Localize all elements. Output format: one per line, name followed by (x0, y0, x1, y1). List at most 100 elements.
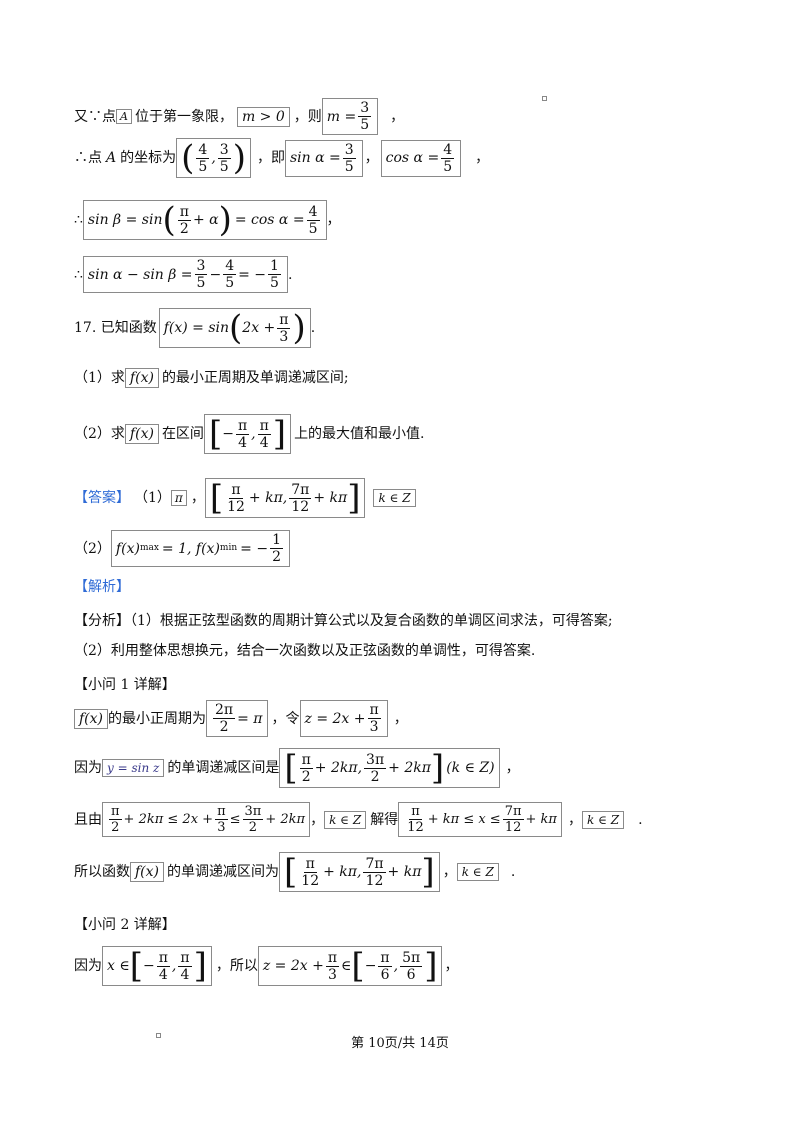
text: ，令 (271, 710, 300, 727)
den: 2 (272, 549, 281, 565)
math: π (174, 491, 183, 505)
math: + kπ ≤ x ≤ (427, 812, 501, 827)
math: + 2kπ (265, 812, 306, 827)
math-point-a: A (116, 109, 132, 124)
text: ， (190, 490, 205, 506)
text: 所以函数 (74, 864, 130, 880)
den: 2 (370, 768, 380, 785)
math: sin α = (289, 150, 341, 166)
math: + kπ, (248, 490, 288, 506)
text: 【小问 2 详解】 (74, 917, 176, 933)
answer-label: 【答案】 (74, 490, 130, 506)
den: 3 (279, 328, 289, 345)
text: ， (310, 811, 325, 828)
math-fx: f(x) (124, 424, 159, 444)
text: 且由 (74, 811, 102, 828)
den: 4 (238, 434, 247, 451)
text: 的最小正周期及单调递减区间; (161, 370, 349, 386)
math: k ∈ Z (378, 491, 411, 505)
text: 的最小正周期为 (108, 710, 207, 727)
math: + 2kπ ≤ 2x + (123, 812, 214, 827)
sub1-title: 【小问 1 详解】 (74, 678, 176, 692)
math: k ∈ Z (461, 865, 494, 879)
text: ， (475, 150, 490, 166)
corner-mark (156, 1033, 161, 1038)
den: 12 (227, 498, 245, 515)
subscript: max (139, 543, 159, 553)
fenxi-line: 【分析】（1）根据正弦型函数的周期计算公式以及复合函数的单调区间求法，可得答案; (74, 614, 613, 628)
den: 12 (407, 820, 424, 835)
text: ， (442, 864, 457, 880)
math: y = sin z (107, 761, 160, 775)
math: f(x) (79, 710, 104, 727)
math: m > 0 (241, 108, 285, 125)
text: 解得 (370, 811, 399, 828)
num: π (156, 949, 170, 967)
math: = cos α = (234, 212, 305, 228)
math: cos α = (385, 150, 440, 166)
num: 4 (441, 141, 455, 159)
den: 5 (270, 275, 279, 291)
num: 7π (363, 855, 386, 873)
math: f(x) (129, 426, 154, 442)
text: ，所以 (215, 958, 258, 974)
num: π (409, 804, 422, 820)
math: ≤ (229, 812, 241, 827)
text: . (310, 320, 316, 336)
math: = − (240, 540, 269, 557)
text: ， (393, 710, 408, 727)
text: （2） (74, 540, 111, 557)
den: 12 (365, 872, 384, 889)
num: π (257, 417, 271, 435)
num: π (299, 751, 313, 769)
num: π (235, 417, 250, 435)
num: π (378, 949, 392, 967)
den: 4 (158, 966, 168, 983)
num: π (178, 949, 192, 967)
text: 17. 已知函数 (74, 320, 157, 336)
num: 3 (358, 100, 372, 117)
text: ，则 (293, 108, 322, 125)
den: 12 (291, 498, 310, 515)
text: ， (505, 760, 520, 776)
math-fx: f(x) (130, 862, 165, 882)
num: 1 (268, 258, 281, 275)
den: 2 (248, 820, 258, 835)
math: sin β = sin (87, 212, 163, 228)
den: 2 (111, 820, 120, 835)
num: 3π (364, 751, 387, 769)
den: 5 (308, 220, 318, 237)
question-17-part1: （1）求 f(x) 的最小正周期及单调递减区间; (74, 368, 349, 388)
subscript: min (219, 543, 238, 553)
math: + 2kπ, (314, 760, 363, 776)
text: 【分析】（1）根据正弦型函数的周期计算公式以及复合函数的单调区间求法，可得答案; (74, 613, 613, 629)
den: 5 (443, 158, 453, 175)
math: + kπ, (323, 864, 362, 880)
analysis-label: 【解析】 (74, 580, 130, 594)
